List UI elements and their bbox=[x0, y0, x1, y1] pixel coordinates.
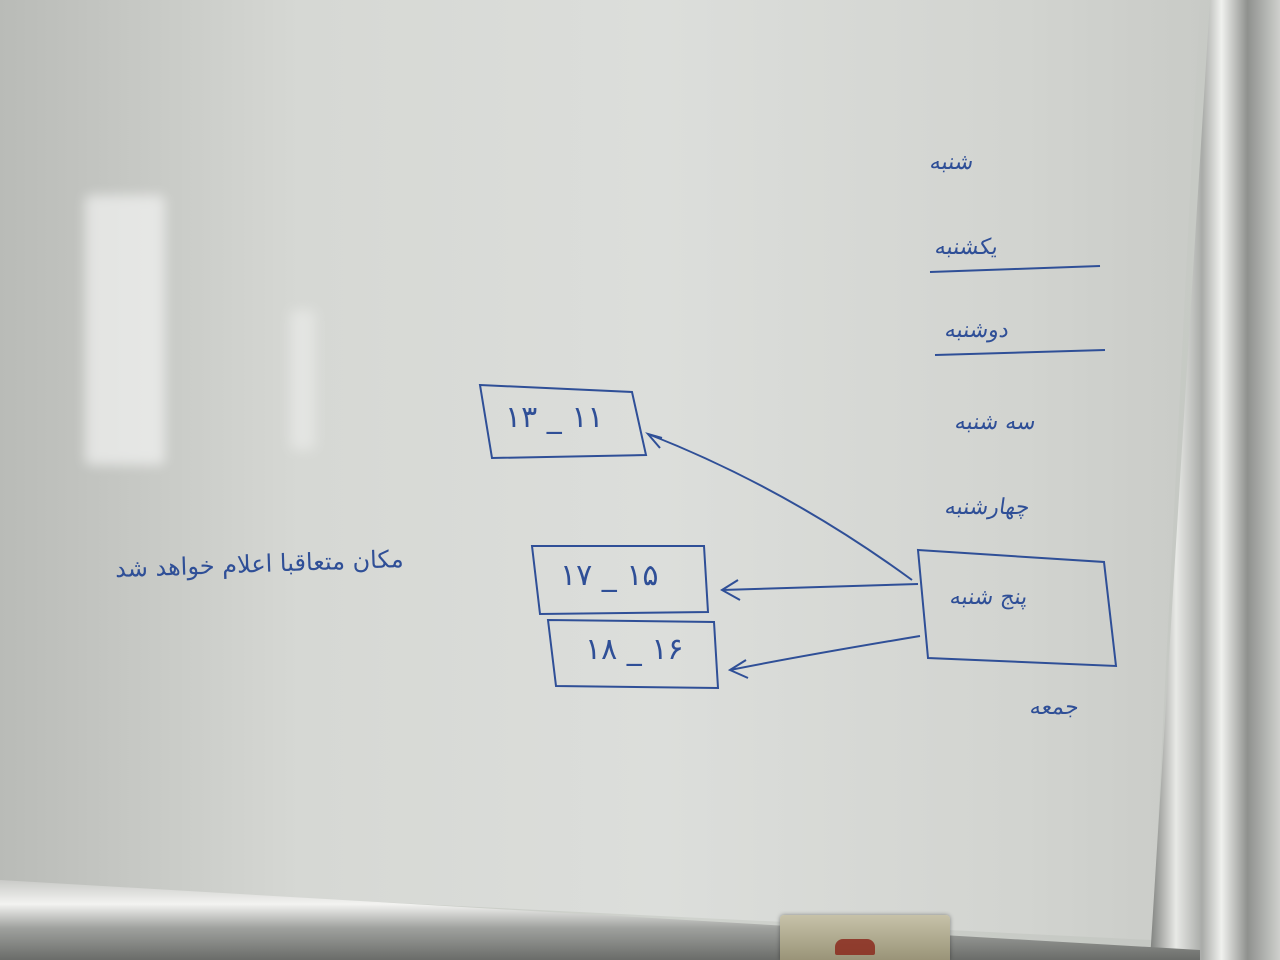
day-wednesday: چهارشنبه bbox=[943, 495, 1032, 520]
day-monday: دوشنبه bbox=[943, 318, 1011, 343]
day-friday: جمعه bbox=[1028, 695, 1081, 720]
time-slot-3: ۱۶ _ ۱۸ bbox=[585, 632, 684, 667]
time-slot-1: ۱۱ _ ۱۳ bbox=[505, 400, 604, 435]
whiteboard-surface bbox=[0, 0, 1200, 940]
board-eraser[interactable] bbox=[780, 915, 950, 960]
arrowhead-slot-3 bbox=[727, 659, 749, 679]
time-slot-2: ۱۵ _ ۱۷ bbox=[560, 558, 659, 593]
arrowhead-slot-2 bbox=[720, 579, 741, 601]
arrowhead-slot-1 bbox=[645, 432, 663, 449]
light-reflection bbox=[290, 310, 315, 450]
time-box-3 bbox=[546, 618, 720, 690]
day-sunday: یکشنبه bbox=[933, 235, 1000, 260]
arrow-to-slot-2 bbox=[721, 583, 919, 591]
thursday-box bbox=[916, 548, 1118, 668]
window-reflection bbox=[85, 195, 165, 465]
arrow-to-slot-3 bbox=[729, 635, 921, 671]
time-box-1 bbox=[478, 383, 648, 460]
arrow-to-slot-1 bbox=[647, 433, 913, 581]
underline-monday bbox=[934, 349, 1106, 356]
day-tuesday: سه شنبه bbox=[953, 410, 1038, 435]
eraser-logo bbox=[835, 939, 875, 955]
time-box-2 bbox=[530, 545, 710, 616]
underline-sunday bbox=[929, 265, 1101, 273]
day-saturday: شنبه bbox=[928, 150, 976, 175]
day-thursday: پنج شنبه bbox=[948, 585, 1030, 610]
